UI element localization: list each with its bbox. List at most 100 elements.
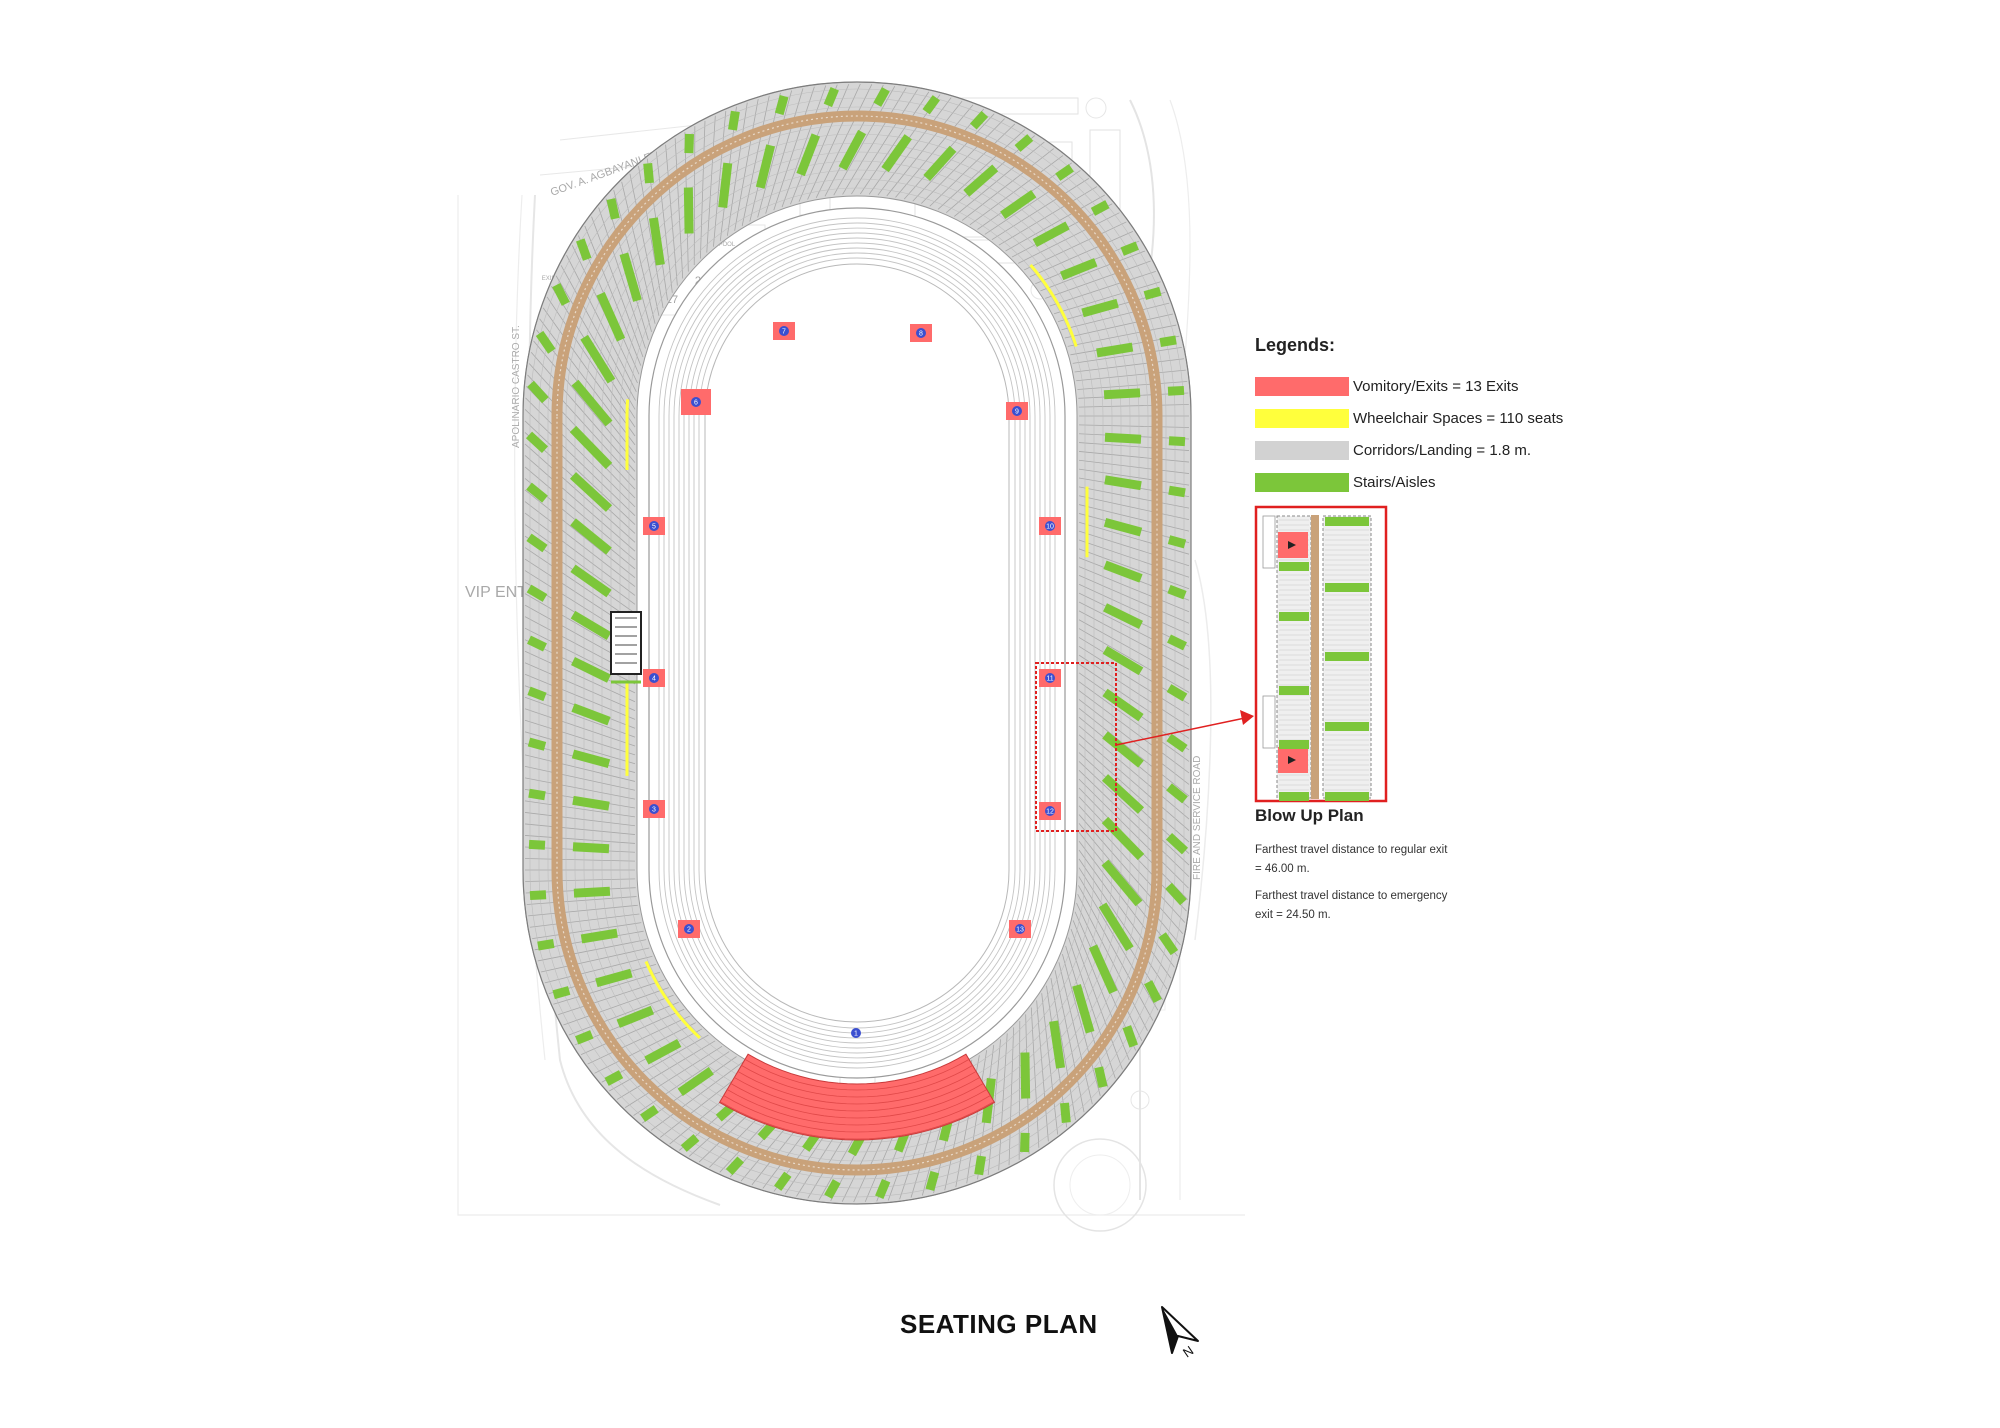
stair-aisle [1167,584,1187,600]
seat-row-line [998,1033,1008,1171]
seat-row-line [1074,358,1185,373]
seat-row-line [537,939,647,962]
seat-row-line [1067,324,1177,347]
stair-aisle [606,198,620,220]
blowup-stair [1325,517,1369,526]
stair-aisle [1094,1066,1108,1088]
vomitory-number: 13 [1016,927,1024,934]
vomitory-badge [1015,924,1025,934]
seat-row-line [1030,1007,1040,1148]
stair-aisle [755,144,776,189]
seat-row-line [1076,369,1186,382]
vomitory-number: 8 [919,331,923,338]
stair-aisle [1167,535,1187,549]
seat-row-line [1078,530,1190,567]
wheelchair-space [625,399,630,470]
stair-aisle [529,890,547,901]
stair-aisle [535,330,556,354]
stair-aisle [1158,932,1179,956]
seat-row-line [524,835,636,844]
grandstand-row [744,1059,970,1091]
seat-row-line [969,155,1064,226]
fire-service-road-label: FIRE AND SERVICE ROAD [1192,756,1203,880]
seat-row-line [1078,761,1190,866]
blowup-exit-arrow-icon [1288,756,1296,764]
stair-aisle [1101,816,1145,861]
seat-row-line [524,719,636,756]
stair-aisle [571,657,611,683]
stair-aisle [1104,432,1142,444]
stair-aisle [569,425,613,470]
seat-row-line [1078,404,1189,408]
blowup-stair [1325,652,1369,661]
travel-distance-regular: Farthest travel distance to regular exit… [1255,844,1448,875]
seat-row-line [524,547,636,623]
stair-aisle [925,1170,940,1192]
stair-aisle [552,283,570,306]
stair-aisle [974,1155,986,1176]
stair-aisle [684,133,694,154]
stadium-seating-ring [522,81,1192,1205]
vomitory-badge [851,1028,861,1038]
legend-swatch-corridors [1255,440,1349,460]
stair-aisle [570,610,612,640]
seat-row-line [765,88,804,214]
stair-aisle [680,1134,700,1152]
vomitory-7: 7 [773,322,795,340]
seat-row-line [1078,566,1190,613]
seat-row-line [726,102,748,236]
vomitory-badge [649,521,659,531]
seat-row-line [1077,381,1188,390]
stair-aisle [796,133,821,177]
seat-row-line [734,98,759,231]
seat-row-line [1072,347,1182,364]
stair-aisle [873,87,890,107]
seat-row-line [524,650,636,703]
seat-row-line [1078,814,1184,935]
seat-row-contour [529,88,1185,1198]
seat-row-line [542,307,636,437]
seat-row-line [998,186,1098,246]
blowup-title: Blow Up Plan [1255,806,1364,825]
stair-aisle [1102,731,1144,768]
seat-row-line [1068,937,1116,1079]
running-track [648,207,1066,1079]
seat-row-line [1078,548,1190,590]
stair-aisle [575,1030,594,1045]
vomitory-number: 6 [694,400,698,407]
stair-aisle [1122,1025,1138,1048]
seat-row-line [1078,610,1190,670]
stair-aisle [1096,342,1134,358]
blowup-stair [1325,583,1369,592]
seat-row-line [674,138,684,279]
vomitory-badge [916,328,926,338]
legend-title: Legends: [1255,335,1336,355]
track-lane [663,222,1051,1064]
seat-row-line [966,1050,988,1184]
vomitory-number: 4 [652,676,656,683]
stair-aisle [1166,684,1188,702]
seat-row-line [1078,451,1190,463]
vomitory-badge [1012,406,1022,416]
seat-row-line [1029,231,1134,278]
seat-row-line [524,731,636,765]
vip-box [610,611,642,675]
seat-row-line [524,489,636,579]
north-arrow-icon: N [1161,1306,1199,1360]
legend-label-corridors: Corridors/Landing = 1.8 m. [1353,441,1532,459]
seat-row-line [563,987,669,1026]
blowup-bracket [1262,515,1276,569]
track-lane [698,257,1016,1029]
legend-label-stairs: Stairs/Aisles [1353,473,1436,491]
stair-aisle [1165,833,1189,855]
legend-item-corridors: Corridors/Landing = 1.8 m. [1255,434,1595,466]
legend-label-vomitory: Vomitory/Exits = 13 Exits [1353,377,1519,395]
legend-label-wheelchair: Wheelchair Spaces = 110 seats [1353,409,1564,427]
seat-row-line [1078,495,1190,521]
stair-aisle [823,87,839,108]
wheelchair-space [644,960,701,1040]
stair-aisle [923,145,957,182]
seat-row-line [524,777,636,800]
seat-row-line [1078,521,1190,555]
stair-aisle [1159,335,1177,347]
